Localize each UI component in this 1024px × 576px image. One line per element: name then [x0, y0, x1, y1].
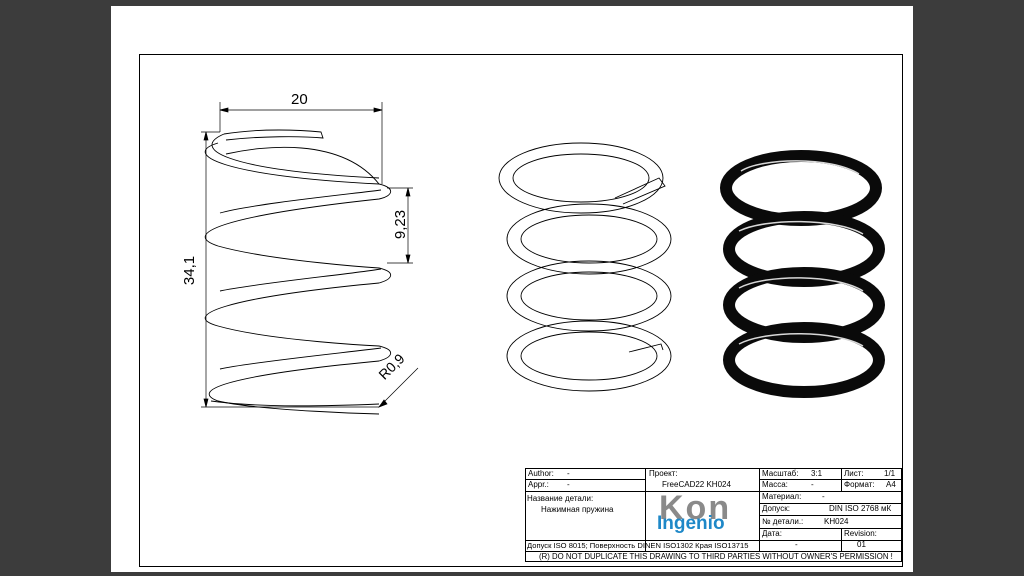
- part-no-label: № детали.:: [762, 517, 804, 526]
- project-value: FreeCAD22 KH024: [662, 480, 731, 489]
- part-name-value: Нажимная пружина: [541, 505, 614, 514]
- format-label: Формат:: [844, 480, 875, 489]
- appr-label: Appr.:: [528, 480, 549, 489]
- spring-iso-outline: [498, 142, 672, 392]
- company-logo: Kon Ingenio: [651, 489, 755, 537]
- date-label: Дата:: [762, 529, 782, 538]
- tolerance-label: Допуск:: [762, 504, 790, 513]
- scale-label: Масштаб:: [762, 469, 799, 478]
- author-value: -: [567, 469, 570, 478]
- dimension-lines: [201, 102, 419, 408]
- sheet-value: 1/1: [884, 469, 896, 478]
- tolerance-note: Допуск ISO 8015; Поверхность DINEN ISO13…: [527, 541, 749, 550]
- logo-top-text: Kon: [659, 489, 732, 527]
- drawing-sheet: 20 9,23 34,1 R0,9 Author: - Appr.: - Про…: [111, 6, 913, 572]
- spring-front-view: [204, 129, 392, 415]
- logo-bottom-text: Ingenio: [657, 513, 725, 534]
- scale-value: 3:1: [811, 469, 823, 478]
- mass-value: -: [811, 480, 814, 489]
- mass-label: Масса:: [762, 480, 788, 489]
- drawing-frame: [139, 54, 903, 567]
- material-value: -: [822, 492, 825, 501]
- author-label: Author:: [528, 469, 554, 478]
- appr-value: -: [567, 480, 570, 489]
- part-no-value: KH024: [824, 517, 849, 526]
- revision-value: 01: [857, 540, 866, 549]
- part-name-label: Название детали:: [527, 494, 594, 503]
- dim-pitch: 9,23: [392, 209, 410, 240]
- dim-height: 34,1: [181, 255, 199, 286]
- material-label: Материал:: [762, 492, 802, 501]
- date-value: -: [795, 540, 798, 549]
- format-value: A4: [886, 480, 896, 489]
- drawing-canvas: [201, 102, 885, 415]
- spring-iso-shaded: [720, 150, 885, 398]
- project-label: Проект:: [649, 469, 678, 478]
- spring-iso-highlights: [738, 160, 864, 347]
- copyright-notice: (R) DO NOT DUPLICATE THIS DRAWING TO THI…: [539, 552, 893, 561]
- tolerance-value: DIN ISO 2768 мК: [829, 504, 892, 513]
- sheet-label: Лист:: [844, 469, 864, 478]
- revision-label: Revision:: [844, 529, 877, 538]
- dim-width: 20: [291, 91, 308, 108]
